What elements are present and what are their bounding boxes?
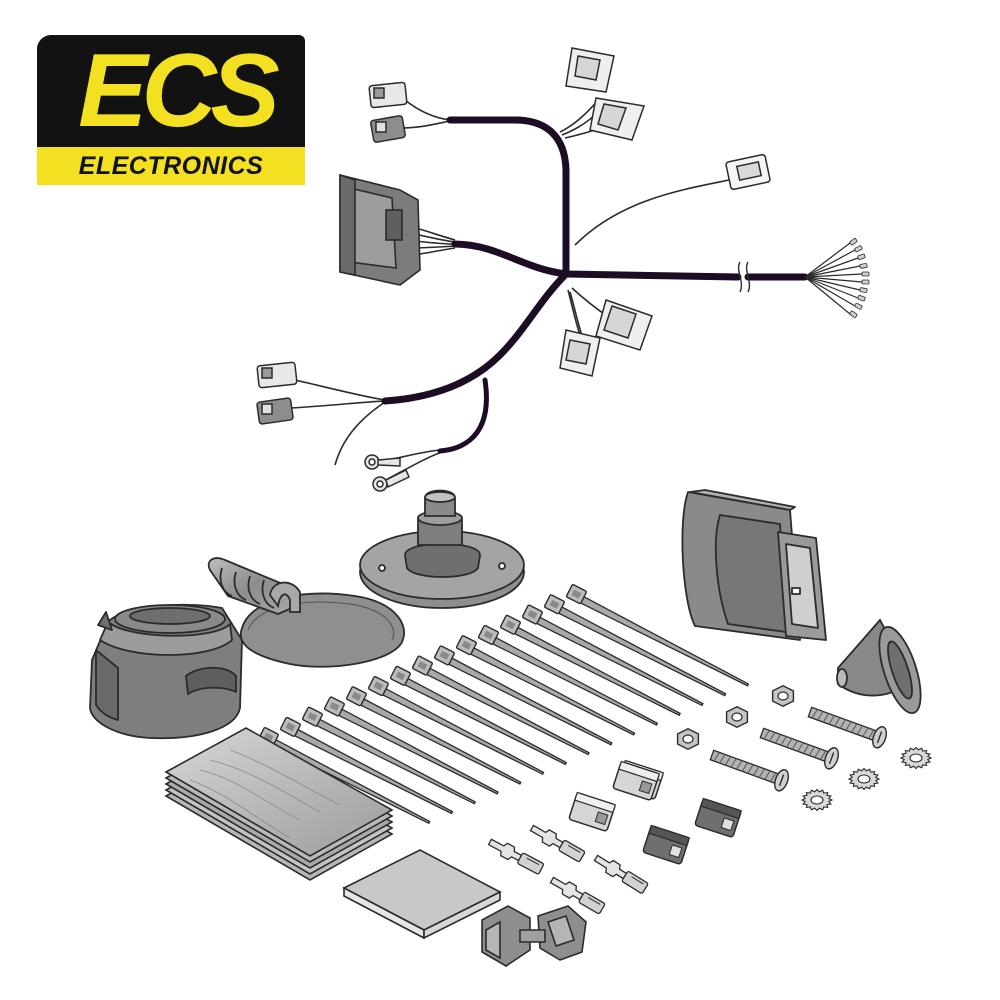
cable-tie xyxy=(521,604,704,707)
spade-terminal xyxy=(529,824,586,863)
cable-tie xyxy=(455,635,636,736)
spade-terminal xyxy=(487,838,544,875)
rubber-grommet xyxy=(836,618,922,714)
bolt xyxy=(807,706,888,749)
ring-terminals xyxy=(364,454,410,492)
cable-tie xyxy=(345,686,522,785)
cable-tie xyxy=(411,655,590,756)
logo-sub-text: ELECTRONICS xyxy=(78,152,264,180)
foam-pads xyxy=(164,727,394,881)
cable-tie xyxy=(323,696,499,795)
harness-connector-middle xyxy=(559,299,653,377)
harness-connector-bottom-left xyxy=(256,361,298,425)
bolt xyxy=(759,727,840,770)
ecs-logo: ECS ELECTRONICS xyxy=(37,35,305,185)
cable-tie xyxy=(301,706,477,805)
harness-main-cable xyxy=(381,116,809,454)
adhesive-pad xyxy=(342,849,502,940)
cable-break-marks xyxy=(737,261,751,293)
two-pin-connector xyxy=(568,791,617,832)
cable-tie xyxy=(543,594,727,697)
towbar-socket xyxy=(89,603,243,740)
wire-tips xyxy=(849,238,870,318)
cable-ties xyxy=(257,584,750,825)
connector-clips xyxy=(481,905,587,967)
spade-terminal xyxy=(549,876,606,915)
cable-tie xyxy=(279,716,454,815)
wiring-harness xyxy=(256,47,870,492)
cable-boot xyxy=(207,557,301,615)
lock-washer xyxy=(800,788,834,812)
loose-wire-ends xyxy=(804,242,863,315)
harness-connector-top-left xyxy=(368,81,408,143)
lock-washer xyxy=(847,767,881,791)
two-pin-connector xyxy=(642,824,691,865)
cable-tie xyxy=(433,645,613,746)
cable-tie xyxy=(367,675,545,776)
nut xyxy=(771,685,795,707)
logo-yellow-band xyxy=(37,147,305,185)
logo-main-text: ECS xyxy=(78,33,280,149)
nut xyxy=(725,706,749,728)
spade-terminal xyxy=(593,854,649,894)
cable-tie xyxy=(477,624,659,726)
spade-terminals xyxy=(487,824,649,915)
harness-connector-top-right xyxy=(565,47,646,141)
harness-thin-wires xyxy=(289,99,730,483)
hardware xyxy=(676,685,933,812)
small-connectors xyxy=(568,759,743,865)
bolt xyxy=(709,749,790,792)
nut xyxy=(676,728,700,750)
harness-connector-right xyxy=(725,153,771,191)
lock-washer xyxy=(899,746,933,770)
two-pin-connector xyxy=(612,760,661,801)
cable-tie xyxy=(565,584,750,687)
mounting-plate xyxy=(359,489,525,609)
cable-tie xyxy=(499,614,681,717)
two-pin-connector xyxy=(694,797,743,838)
cable-tie xyxy=(389,665,568,766)
harness-vehicle-connector xyxy=(339,173,421,286)
electronic-module xyxy=(681,489,827,641)
